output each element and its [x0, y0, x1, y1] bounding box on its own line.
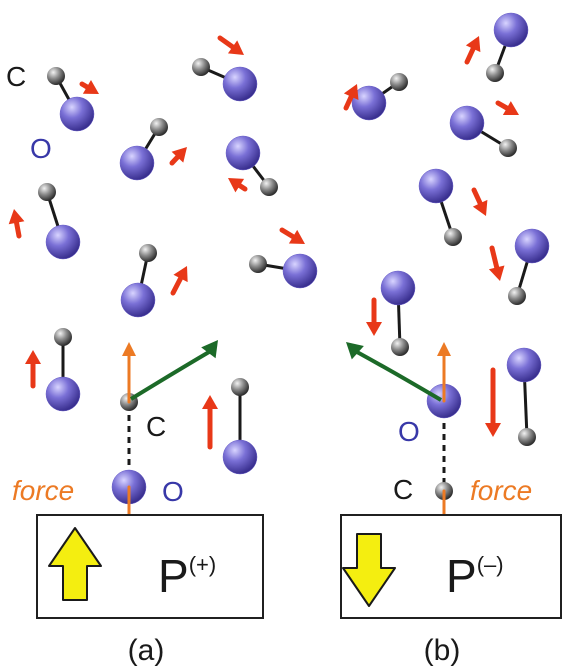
motion-arrows	[8, 35, 519, 553]
thermal-arrow	[343, 92, 355, 111]
oxygen-atom	[282, 253, 318, 289]
carbon-label-top: C	[6, 61, 26, 92]
oxygen-label-top: O	[30, 133, 52, 164]
carbon-atom	[518, 428, 536, 446]
carbon-atom	[54, 328, 72, 346]
oxygen-atom	[514, 228, 550, 264]
carbon-atom	[192, 58, 210, 76]
oxygen-atom	[45, 224, 81, 260]
oxygen-atom	[59, 96, 95, 132]
thermal-arrow-head	[82, 80, 99, 94]
carbon-atom	[38, 183, 56, 201]
thermal-arrow-head	[228, 178, 245, 193]
oxygen-atom	[222, 439, 258, 475]
oxygen-atom	[45, 376, 81, 412]
polarization-down-arrow	[342, 533, 396, 607]
carbon-atom	[499, 139, 517, 157]
oxygen-atom	[222, 66, 258, 102]
carbon-atom	[231, 378, 249, 396]
thermal-arrow-head	[485, 423, 501, 437]
thermal-arrow-head	[465, 36, 481, 53]
thermal-arrow	[464, 44, 477, 65]
panel-a-caption: (a)	[128, 634, 165, 667]
thermal-arrow-head	[488, 265, 505, 281]
force-label-panel-a: force	[12, 475, 74, 506]
rotation-arrow-counterclockwise	[356, 350, 443, 402]
thermal-arrow	[471, 187, 484, 208]
thermal-arrow-head	[343, 84, 359, 101]
polarization-label-a: P(+)	[158, 550, 216, 602]
carbon-atom	[139, 244, 157, 262]
thermal-arrow	[217, 35, 237, 51]
oxygen-label-panel-b: O	[398, 416, 420, 447]
carbon-atom	[391, 338, 409, 356]
thermal-arrow-head	[173, 266, 188, 283]
force-arrow-head	[437, 342, 451, 356]
thermal-arrow-head	[288, 229, 305, 244]
oxygen-atom	[351, 85, 387, 121]
molecule-atoms	[38, 12, 550, 505]
polarization-up-arrow	[48, 527, 102, 601]
carbon-atom	[390, 73, 408, 91]
thermal-arrow	[489, 245, 500, 272]
oxygen-atom	[225, 135, 261, 171]
carbon-atom	[486, 64, 504, 82]
rotation-arrow-counterclockwise-head	[346, 342, 364, 360]
thermal-arrow-head	[8, 209, 25, 225]
thermal-arrow	[13, 218, 22, 239]
force-label-panel-b: force	[470, 475, 532, 506]
carbon-atom	[508, 287, 526, 305]
oxygen-atom	[449, 105, 485, 141]
thermal-arrow-head	[25, 350, 41, 364]
thermal-arrow-head	[502, 101, 519, 115]
carbon-atom	[150, 118, 168, 136]
thermal-arrow-head	[227, 40, 244, 55]
carbon-atom	[47, 67, 65, 85]
rotation-arrow-clockwise-head	[201, 340, 218, 359]
carbon-atom	[444, 228, 462, 246]
thermal-arrow-head	[366, 322, 382, 336]
oxygen-atom	[493, 12, 529, 48]
oxygen-atom	[120, 282, 156, 318]
polarization-label-b: P(–)	[446, 550, 504, 602]
oxygen-atom	[119, 145, 155, 181]
thermal-arrow	[495, 100, 512, 112]
thermal-arrow-head	[202, 395, 218, 409]
carbon-atom	[260, 178, 278, 196]
oxygen-label-panel-a: O	[162, 476, 184, 507]
carbon-label-panel-b: C	[393, 474, 413, 505]
oxygen-atom	[506, 347, 542, 383]
thermal-arrow-head	[171, 147, 187, 163]
force-arrow-head	[122, 342, 136, 356]
oxygen-atom	[418, 168, 454, 204]
thermal-arrow	[279, 227, 298, 241]
carbon-label-panel-a: C	[146, 411, 166, 442]
oxygen-atom	[380, 270, 416, 306]
rotation-arrow-clockwise	[129, 350, 211, 401]
thermal-arrow-head	[472, 199, 488, 216]
panel-b-caption: (b)	[424, 634, 461, 667]
carbon-atom	[249, 255, 267, 273]
thermal-arrow	[170, 274, 184, 296]
